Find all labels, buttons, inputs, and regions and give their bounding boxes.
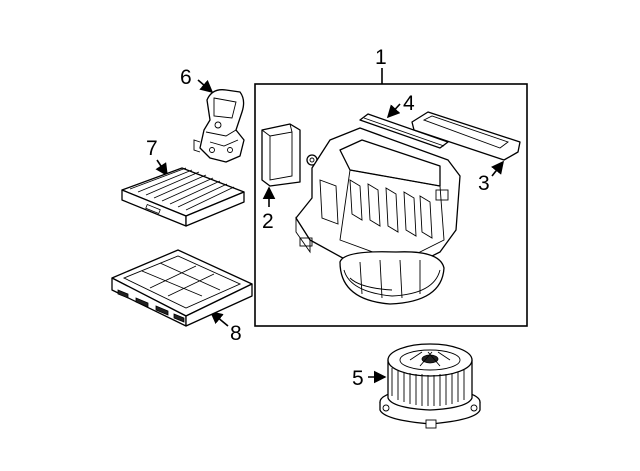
callout-7[interactable]: 7 xyxy=(146,137,158,160)
callout-1[interactable]: 1 xyxy=(375,46,387,69)
callout-8[interactable]: 8 xyxy=(230,322,242,345)
callout-2[interactable]: 2 xyxy=(262,210,274,233)
seal-frame-part-3[interactable] xyxy=(411,111,521,161)
actuator-part-6[interactable] xyxy=(193,89,245,163)
callout-3[interactable]: 3 xyxy=(478,172,490,195)
blower-housing-assembly[interactable] xyxy=(295,127,461,305)
callout-4[interactable]: 4 xyxy=(403,92,415,115)
callout-6[interactable]: 6 xyxy=(180,66,192,89)
leader-lines xyxy=(155,79,504,384)
assembly-frame xyxy=(254,68,528,327)
air-filter-part-7[interactable] xyxy=(121,167,245,227)
filter-housing-part-8[interactable] xyxy=(111,249,253,327)
seal-part-2[interactable] xyxy=(261,123,301,187)
blower-motor-part-5[interactable] xyxy=(379,343,481,429)
callout-5[interactable]: 5 xyxy=(352,367,364,390)
